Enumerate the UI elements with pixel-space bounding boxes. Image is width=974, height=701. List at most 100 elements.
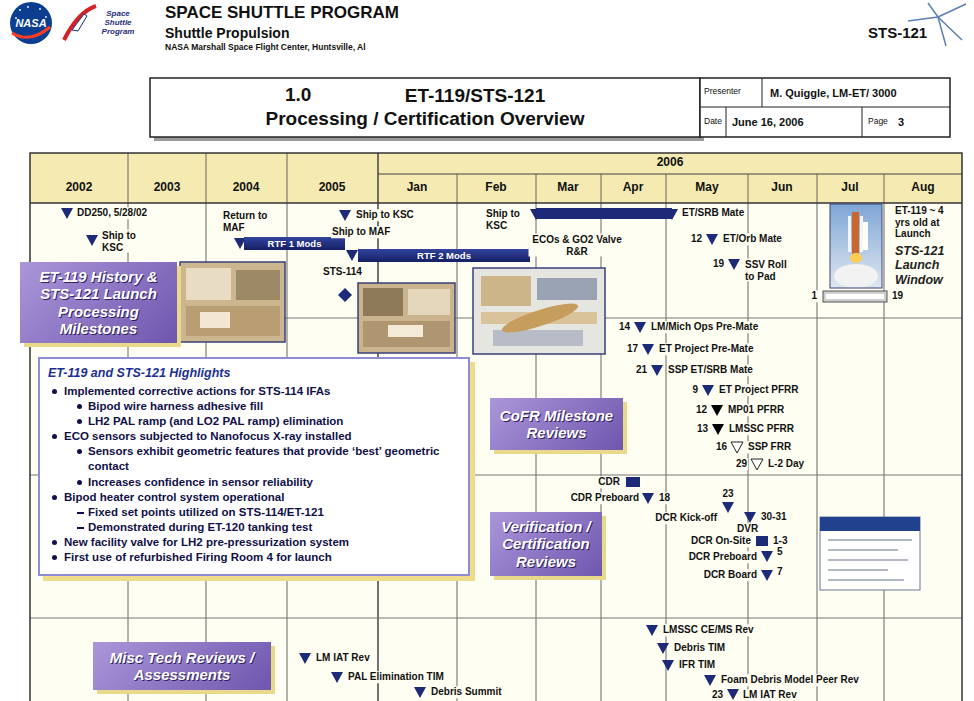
milestone-label: LMSSC CE/MS Rev [662, 624, 755, 636]
milestone-triangle [414, 687, 426, 698]
milestone-label: ET/SRB Mate [681, 207, 745, 219]
bullet-item: Sensors exhibit geometric features that … [48, 444, 460, 474]
milestone-triangle [642, 493, 654, 504]
milestone-label: PAL Elimination TIM [347, 671, 445, 683]
timeline-header: Jun [771, 181, 792, 195]
box-label: Misc Tech Reviews / Assessments [99, 649, 265, 684]
mission-id: STS-121 [868, 24, 927, 41]
nasa-logo [10, 2, 52, 44]
photo-frame [358, 283, 455, 353]
row-label-box: ET-119 History & STS-121 Launch Processi… [20, 262, 177, 343]
bullet-item: Increases confidence in sensor reliabili… [48, 475, 460, 490]
grid-line [748, 174, 749, 701]
milestone-triangle [731, 442, 743, 453]
table-rule [862, 107, 863, 137]
milestone-label: MP01 PFRR [727, 404, 785, 416]
timeline-header: Jul [841, 181, 858, 195]
milestone-triangle [728, 259, 740, 270]
milestone-label: 19 [891, 290, 904, 302]
bullet-marker [52, 389, 57, 394]
milestone-label: Debris Summit [430, 686, 503, 698]
photo-detail [186, 268, 231, 300]
milestone-triangle [666, 209, 678, 220]
milestone-label: ET Project Pre-Mate [658, 343, 754, 355]
milestone-triangle [722, 502, 734, 513]
photo-detail [388, 325, 423, 337]
milestone-label: Ship to KSC [355, 209, 415, 221]
grid-line [666, 174, 667, 701]
milestone-label: Ship to MAF [331, 226, 391, 238]
field-label: Presenter [704, 87, 741, 97]
row-label-box: Misc Tech Reviews / Assessments [93, 642, 271, 690]
document-line [828, 539, 912, 541]
row-label-box: Verification / Certification Reviews [490, 512, 602, 576]
timeline-header: 2005 [319, 181, 346, 195]
milestone-triangle [299, 653, 311, 664]
timeline-header: 2002 [66, 181, 93, 195]
milestone-label: Foam Debris Model Peer Rev [720, 674, 860, 686]
photo-detail [363, 321, 450, 347]
hardware-photo [180, 262, 285, 342]
logo-star [27, 6, 29, 8]
milestone-label: CDR Preboard [570, 492, 640, 504]
milestone-triangle [727, 689, 739, 700]
bullet-marker [52, 555, 57, 560]
milestone-label: 23 [711, 689, 724, 701]
grid-ground [30, 153, 962, 701]
header-text: SPACE SHUTTLE PROGRAM [165, 3, 399, 23]
photo-detail [363, 288, 403, 316]
document-line [828, 569, 888, 571]
milestone-label: LM IAT Rev [742, 689, 798, 701]
timeline-header: 2003 [154, 181, 181, 195]
bullet-marker [52, 434, 57, 439]
milestone-triangle [86, 235, 98, 246]
logo-text: NASA [15, 17, 46, 30]
logo-star [39, 8, 41, 10]
bullet-marker [77, 449, 82, 454]
milestone-label: SSP FRR [747, 441, 792, 453]
milestone-triangle [331, 672, 343, 683]
document-line [828, 549, 898, 551]
milestone-label: Ship to KSC [485, 208, 527, 231]
field-value: 3 [898, 116, 904, 129]
milestone-triangle [651, 365, 663, 376]
highlights-box: ET-119 and STS-121 HighlightsImplemented… [38, 357, 470, 576]
photo-frame [473, 268, 605, 354]
timeline-header: May [695, 181, 718, 195]
document-line [828, 579, 904, 581]
milestone-label: 30-31 [760, 511, 788, 523]
program-swoosh [64, 6, 96, 40]
launch-window-bar [826, 294, 884, 299]
field-value: June 16, 2006 [732, 116, 804, 129]
grid-line [817, 174, 818, 701]
schedule-bar [536, 208, 672, 219]
timeline-header: 2004 [233, 181, 260, 195]
milestone-label: Debris TIM [673, 642, 726, 654]
milestone-triangle [657, 643, 669, 654]
milestone-label: LM IAT Rev [315, 652, 371, 664]
bullet-marker [52, 540, 57, 545]
milestone-label: Return to MAF [222, 210, 272, 233]
grid-frame [30, 153, 962, 701]
table-rule [726, 107, 727, 137]
milestone-label: STS-114 [322, 266, 363, 278]
milestone-triangle [346, 250, 358, 261]
lm-star-ray [928, 3, 938, 17]
field-value: M. Quiggle, LM-ET/ 3000 [770, 87, 897, 100]
milestone-label: DCR Board [703, 569, 758, 581]
milestone-label: 23 [721, 488, 734, 500]
task-bar: RTF 2 Mods [358, 249, 530, 262]
milestone-label: 5 [776, 546, 784, 558]
hardware-photo [358, 283, 455, 353]
milestone-triangle [706, 234, 718, 245]
lm-star-ray [938, 17, 946, 46]
milestone-label: 16 [715, 441, 728, 453]
milestone-label: ECOs & GO2 Valve R&R [529, 234, 626, 257]
document-band [820, 517, 920, 531]
booster [860, 216, 863, 252]
milestone-label: ET/Orb Mate [722, 233, 783, 245]
bullet-marker [77, 480, 82, 485]
external-tank [852, 212, 859, 254]
photo-detail [186, 306, 280, 336]
